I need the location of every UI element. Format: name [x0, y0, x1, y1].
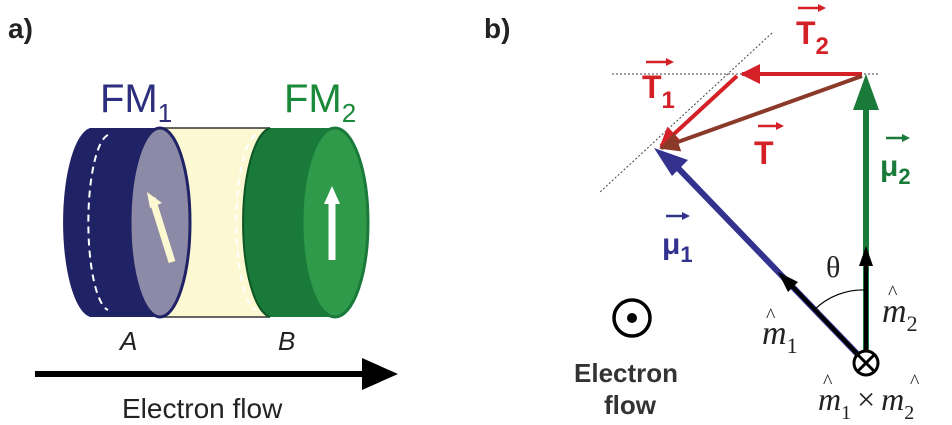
svg-text:m1: m1 — [762, 315, 798, 358]
svg-text:μ1: μ1 — [662, 228, 693, 267]
mu2-label: μ2 — [880, 134, 911, 189]
fm1-magnetization-arrow — [148, 196, 176, 264]
T-resultant-vector — [659, 74, 863, 152]
panel-b-label: b) — [484, 13, 510, 44]
svg-text:^: ^ — [888, 282, 898, 304]
diagonal-guide-line — [599, 32, 773, 193]
into-page-symbol — [852, 349, 880, 377]
svg-text:^: ^ — [823, 371, 833, 393]
svg-text:T1: T1 — [642, 69, 675, 114]
m1-hat-label: m1 ^ — [762, 305, 798, 358]
fm2-label: FM2 — [284, 77, 356, 128]
panel-a-label: a) — [8, 13, 33, 44]
mu2-arrowhead — [853, 74, 879, 110]
electron-flow-label-line2: flow — [604, 390, 657, 420]
theta-label: θ — [826, 251, 840, 284]
m1-arrowhead — [778, 272, 798, 292]
fm2-arrowhead — [324, 186, 340, 204]
svg-text:T2: T2 — [796, 15, 829, 60]
svg-text:μ2: μ2 — [880, 150, 911, 189]
svg-text:m2: m2 — [882, 293, 918, 336]
electron-flow-label: Electron flow — [122, 393, 283, 424]
theta-angle-arc — [813, 289, 867, 311]
interface-b-label: B — [278, 326, 295, 356]
T2-label: T2 — [796, 4, 829, 60]
svg-text:^: ^ — [910, 371, 920, 393]
electron-flow-label-line1: Electron — [574, 358, 678, 388]
m1-unit-vector — [790, 284, 868, 365]
svg-text:m1×m2: m1×m2 — [818, 381, 914, 424]
electron-flow-arrowhead — [362, 358, 398, 390]
fm1-label: FM1 — [100, 77, 172, 128]
m2-arrowhead — [859, 246, 873, 266]
mu1-arrowhead — [654, 148, 688, 176]
interface-a-label: A — [118, 326, 137, 356]
T1-label: T1 — [642, 58, 675, 114]
svg-text:^: ^ — [766, 305, 776, 327]
electron-flow-out-of-page-icon — [612, 298, 652, 338]
cross-product-label: m1×m2 ^ ^ — [818, 371, 920, 424]
m2-hat-label: m2 ^ — [882, 282, 918, 336]
svg-text:T: T — [754, 135, 774, 171]
mu1-label: μ1 — [662, 212, 693, 267]
fm1-arrowhead — [147, 192, 162, 208]
T-resultant-label: T — [754, 122, 784, 171]
